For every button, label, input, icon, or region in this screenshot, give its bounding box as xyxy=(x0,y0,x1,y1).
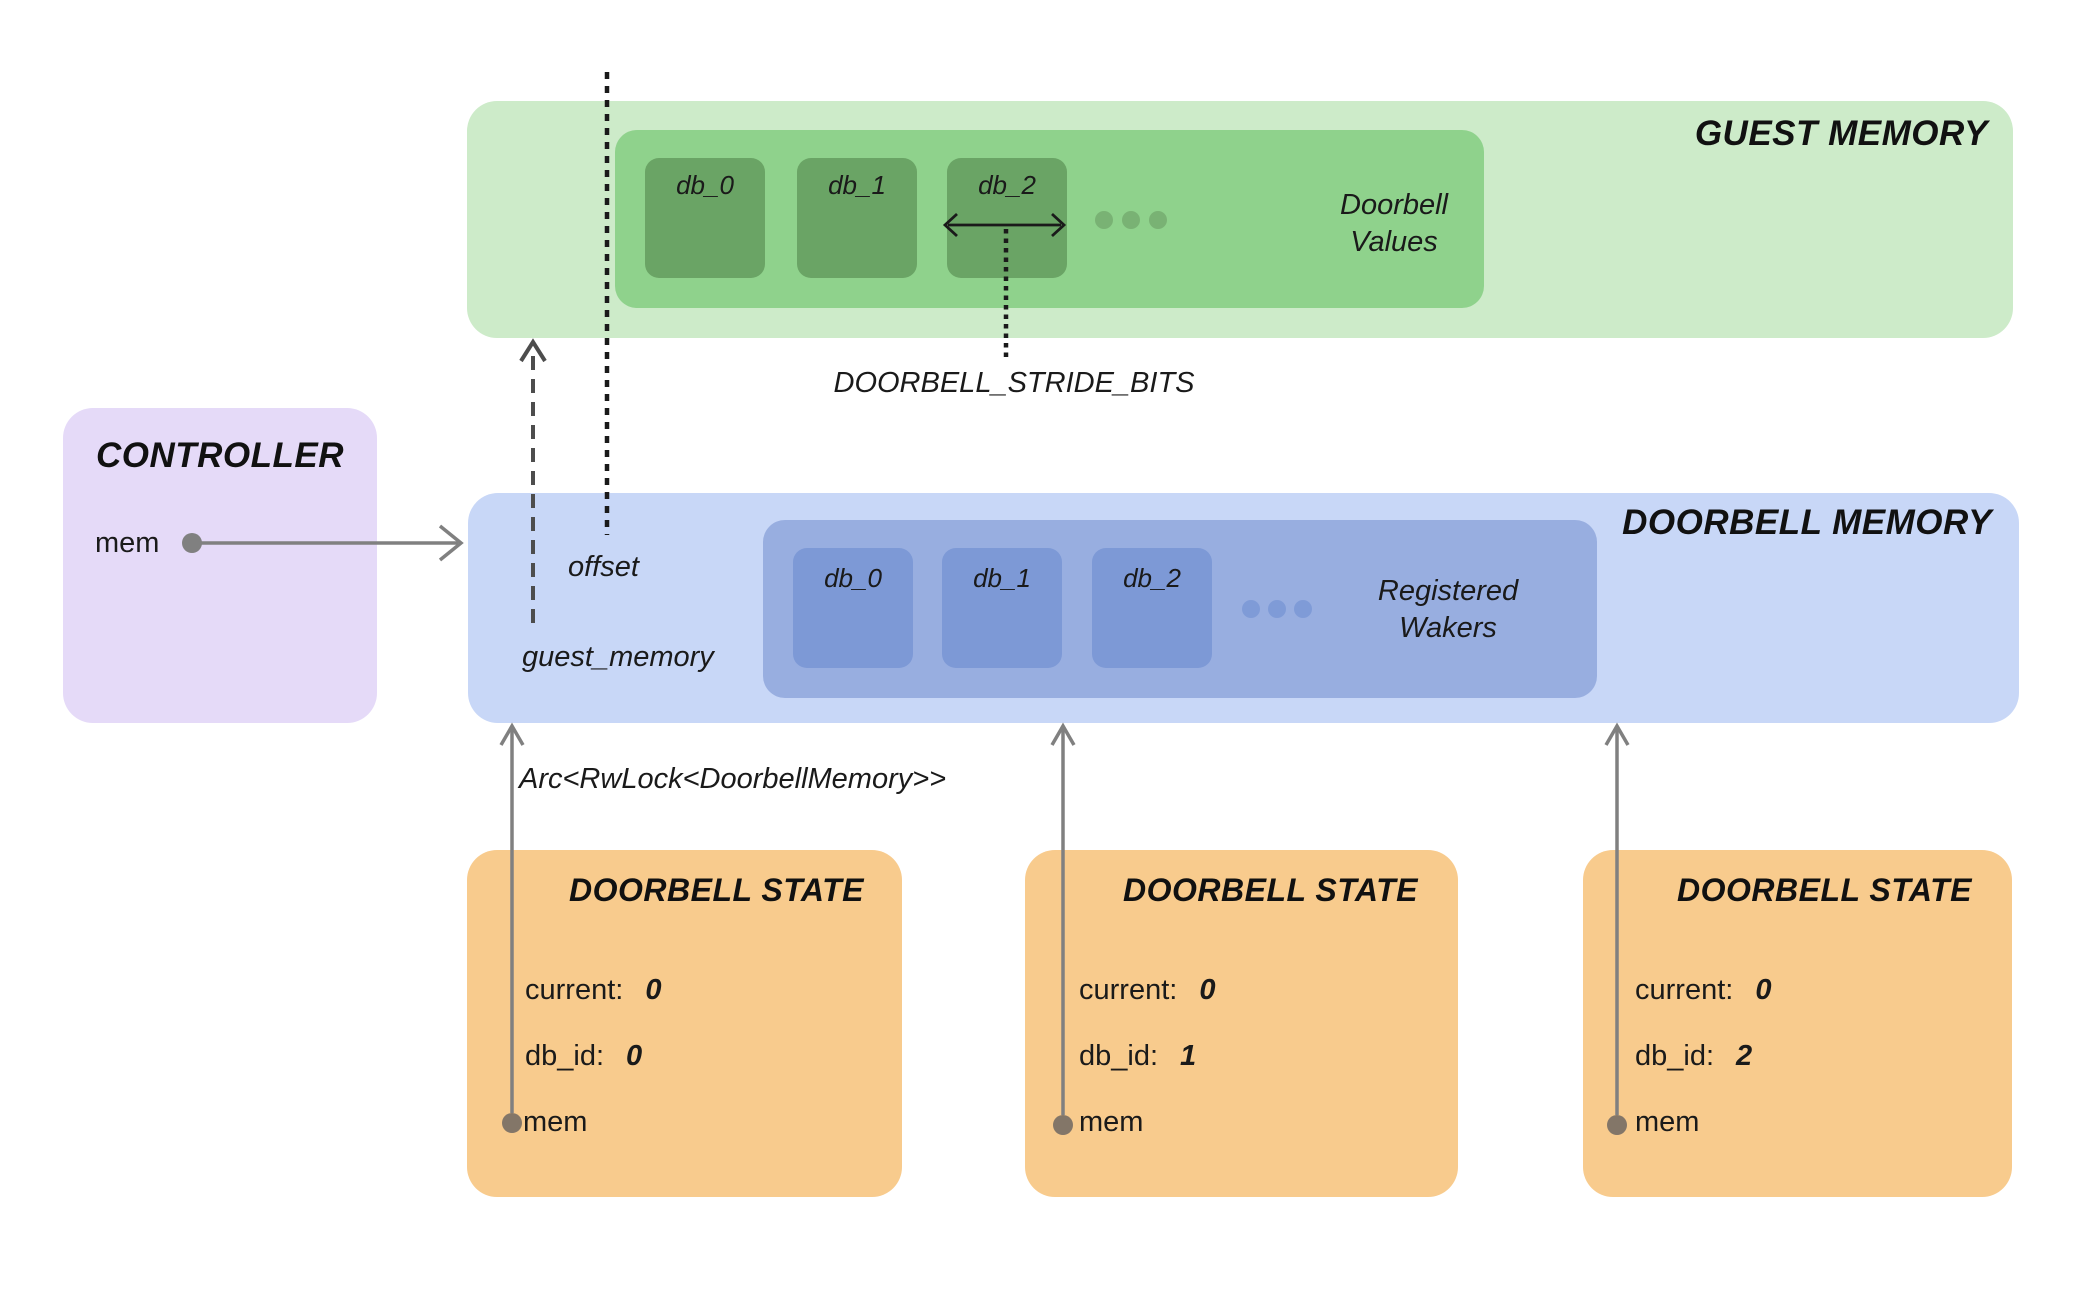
waker-cell-db0-label: db_0 xyxy=(824,563,882,593)
guest-memory-field-label: guest_memory xyxy=(522,641,714,673)
mem-row-1: mem xyxy=(1079,1106,1143,1139)
guest-memory-box: GUEST MEMORY db_0 db_1 db_2 Doorbell Val… xyxy=(467,101,2013,338)
doorbell-state-box-1: DOORBELL STATE current: 0 db_id: 1 mem xyxy=(1025,850,1458,1197)
waker-cell-db1-label: db_1 xyxy=(973,563,1031,593)
guest-cell-db0: db_0 xyxy=(645,158,765,278)
offset-label: offset xyxy=(568,551,639,583)
registered-wakers-line1: Registered xyxy=(1377,575,1519,607)
db-id-row-1: db_id: 1 xyxy=(1079,1040,1196,1073)
guest-cell-db1: db_1 xyxy=(797,158,917,278)
controller-title: CONTROLLER xyxy=(95,436,345,475)
current-value-0: 0 xyxy=(645,974,662,1006)
doorbell-memory-title: DOORBELL MEMORY xyxy=(1622,503,1992,542)
mem-row-0: mem xyxy=(523,1106,587,1139)
doorbell-state-title-0: DOORBELL STATE xyxy=(569,872,864,908)
db-id-value-0: 0 xyxy=(626,1040,643,1072)
registered-wakers-container: db_0 db_1 db_2 Registered Wakers xyxy=(763,520,1597,698)
current-label-2: current: xyxy=(1635,974,1734,1006)
mem-label-2: mem xyxy=(1635,1106,1700,1138)
doorbell-state-title-1: DOORBELL STATE xyxy=(1123,872,1418,908)
db-id-value-2: 2 xyxy=(1736,1040,1753,1072)
arc-rwlock-label: Arc<RwLock<DoorbellMemory>> xyxy=(519,763,947,795)
doorbell-values-line2: Values xyxy=(1350,226,1438,258)
mem-label-1: mem xyxy=(1079,1106,1144,1138)
db-id-row-0: db_id: 0 xyxy=(525,1040,642,1073)
current-value-2: 0 xyxy=(1755,974,1772,1006)
doorbell-state-title-2: DOORBELL STATE xyxy=(1677,872,1972,908)
doorbell-state-box-0: DOORBELL STATE current: 0 db_id: 0 mem xyxy=(467,850,902,1197)
db-id-label-2: db_id: xyxy=(1635,1040,1715,1072)
up-arrow-icon xyxy=(499,722,525,746)
current-label-0: current: xyxy=(525,974,624,1006)
db-id-row-2: db_id: 2 xyxy=(1635,1040,1752,1073)
registered-wakers-line2: Wakers xyxy=(1399,612,1497,644)
db-id-label-1: db_id: xyxy=(1079,1040,1159,1072)
current-row-0: current: 0 xyxy=(525,974,661,1007)
current-row-2: current: 0 xyxy=(1635,974,1771,1007)
doorbell-memory-box: DOORBELL MEMORY offset guest_memory db_0… xyxy=(468,493,2019,723)
controller-mem-label: mem xyxy=(95,527,160,559)
mem-label-0: mem xyxy=(523,1106,588,1138)
waker-cell-db0: db_0 xyxy=(793,548,913,668)
waker-cell-db2: db_2 xyxy=(1092,548,1212,668)
waker-cell-db2-label: db_2 xyxy=(1123,563,1181,593)
right-arrow-icon xyxy=(438,524,464,562)
doorbell-values-line1: Doorbell xyxy=(1340,189,1448,221)
doorbell-values-container: db_0 db_1 db_2 Doorbell Values xyxy=(615,130,1484,308)
doorbell-state-box-2: DOORBELL STATE current: 0 db_id: 2 mem xyxy=(1583,850,2012,1197)
waker-cell-db1: db_1 xyxy=(942,548,1062,668)
up-arrow-icon xyxy=(1050,722,1076,746)
controller-box: CONTROLLER mem xyxy=(63,408,377,723)
guest-cell-db2-label: db_2 xyxy=(978,170,1036,200)
guest-cell-db0-label: db_0 xyxy=(676,170,734,200)
mem-row-2: mem xyxy=(1635,1106,1699,1139)
db-id-label-0: db_id: xyxy=(525,1040,605,1072)
current-row-1: current: 0 xyxy=(1079,974,1215,1007)
guest-memory-title: GUEST MEMORY xyxy=(1694,114,1988,153)
guest-cell-db1-label: db_1 xyxy=(828,170,886,200)
db-id-value-1: 1 xyxy=(1180,1040,1197,1072)
registered-wakers-label: Registered Wakers xyxy=(1298,573,1598,647)
current-label-1: current: xyxy=(1079,974,1178,1006)
up-arrow-icon xyxy=(519,338,547,363)
current-value-1: 0 xyxy=(1199,974,1216,1006)
stride-bits-label: DOORBELL_STRIDE_BITS xyxy=(833,367,1195,399)
doorbell-values-label: Doorbell Values xyxy=(1244,187,1544,261)
up-arrow-icon xyxy=(1604,722,1630,746)
guest-cell-db2: db_2 xyxy=(947,158,1067,278)
